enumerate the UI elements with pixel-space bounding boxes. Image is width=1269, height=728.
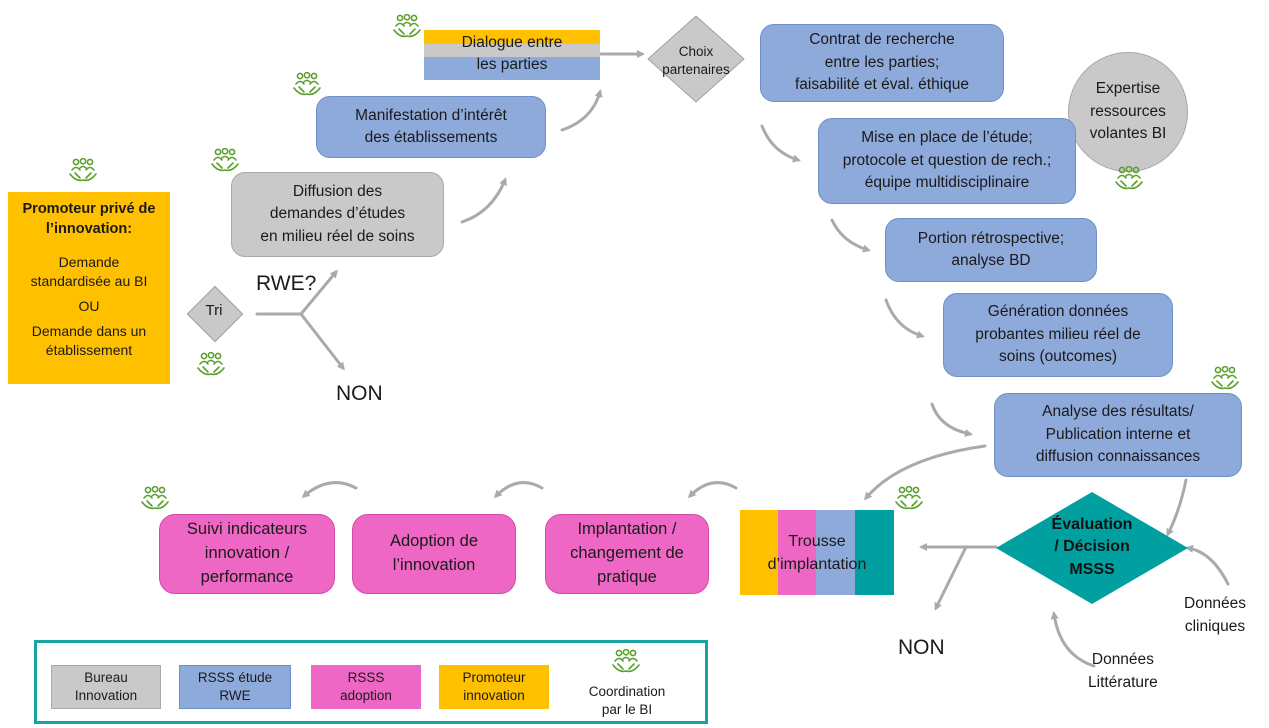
dialogue-label: Dialogue entre les parties [461,34,563,73]
retrospective-box: Portion rétrospective; analyse BD [885,218,1097,282]
arrow-generation-to-analyse [930,402,973,437]
evaluation-label: Évaluation / Décision MSSS [1051,516,1133,578]
implantation-box: Implantation / changement de pratique [545,514,709,594]
legend-rsss-adoption: RSSS adoption [311,665,421,709]
people-hands-icon [392,14,422,40]
arrow-rwe [299,269,338,316]
adoption-box: Adoption de l’innovation [352,514,516,594]
tri-diamond: Tri [186,285,244,343]
people-hands-icon [1210,366,1240,392]
expertise-circle: Expertise ressources volantes BI [1068,52,1188,172]
arrow-mise-to-retro [830,218,871,253]
non-left-label: NON [336,382,383,405]
people-hands-icon [292,72,322,98]
arrow-contrat-to-mise [760,124,801,163]
people-hands-icon [611,649,641,675]
people-hands-icon [140,486,170,512]
people-hands-icon [68,158,98,184]
mise-en-place-box: Mise en place de l’étude; protocole et q… [818,118,1076,204]
manifestation-box: Manifestation d’intérêt des établissemen… [316,96,546,158]
people-hands-icon [210,148,240,174]
arrow-manifestation-to-dialogue [560,89,603,132]
legend-promoteur: Promoteur innovation [439,665,549,709]
trousse-box: Trousse d’implantation [740,510,894,595]
choix-diamond: Choix partenaires [646,14,746,104]
suivi-box: Suivi indicateurs innovation / performan… [159,514,335,594]
arrow-adoption-to-suivi [301,481,358,498]
promoter-box: Promoteur privé de l’innovation: Demande… [8,192,170,384]
generation-box: Génération données probantes milieu réel… [943,293,1173,377]
arrow-trousse-to-implantation [687,481,738,499]
trousse-label: Trousse d’implantation [767,533,867,574]
choix-label: Choix partenaires [662,44,730,77]
dialogue-box: Dialogue entre les parties [424,30,600,80]
arrow-analyse-to-evaluation [1166,478,1188,537]
arrow-non-right [934,545,968,611]
diffusion-box: Diffusion des demandes d’études en milie… [231,172,444,257]
legend: Bureau Innovation RSSS étude RWE RSSS ad… [34,640,708,724]
people-hands-icon [1114,166,1144,192]
evaluation-diamond: Évaluation / Décision MSSS [996,492,1188,604]
arrow-diffusion-to-manifestation [460,177,507,224]
arrow-cliniques-to-evaluation [1185,544,1230,586]
promoter-line1: Demande standardisée au BI [30,254,148,290]
legend-bureau: Bureau Innovation [51,665,161,709]
donnees-litterature-label: Données Littérature [1088,651,1158,692]
analyse-box: Analyse des résultats/ Publication inter… [994,393,1242,477]
donnees-cliniques-label: Données cliniques [1184,595,1247,636]
promoter-line2: Demande dans un établissement [31,322,147,358]
promoter-or: OU [78,297,100,314]
people-hands-icon [894,486,924,512]
tri-label: Tri [205,302,223,319]
arrow-retro-to-generation [884,298,925,339]
arrow-non-left [299,312,345,371]
legend-rsss-rwe: RSSS étude RWE [179,665,291,709]
arrow-implantation-to-adoption [493,481,544,499]
contrat-box: Contrat de recherche entre les parties; … [760,24,1004,102]
promoter-title: Promoteur privé de l’innovation: [22,201,156,237]
rwe-question-label: RWE? [256,272,317,295]
arrow-analyse-to-trousse [864,444,987,501]
legend-coordination: Coordination par le BI [588,684,666,717]
non-right-label: NON [898,636,945,659]
arrow-litterature-to-evaluation [1050,611,1096,668]
people-hands-icon [196,352,226,378]
